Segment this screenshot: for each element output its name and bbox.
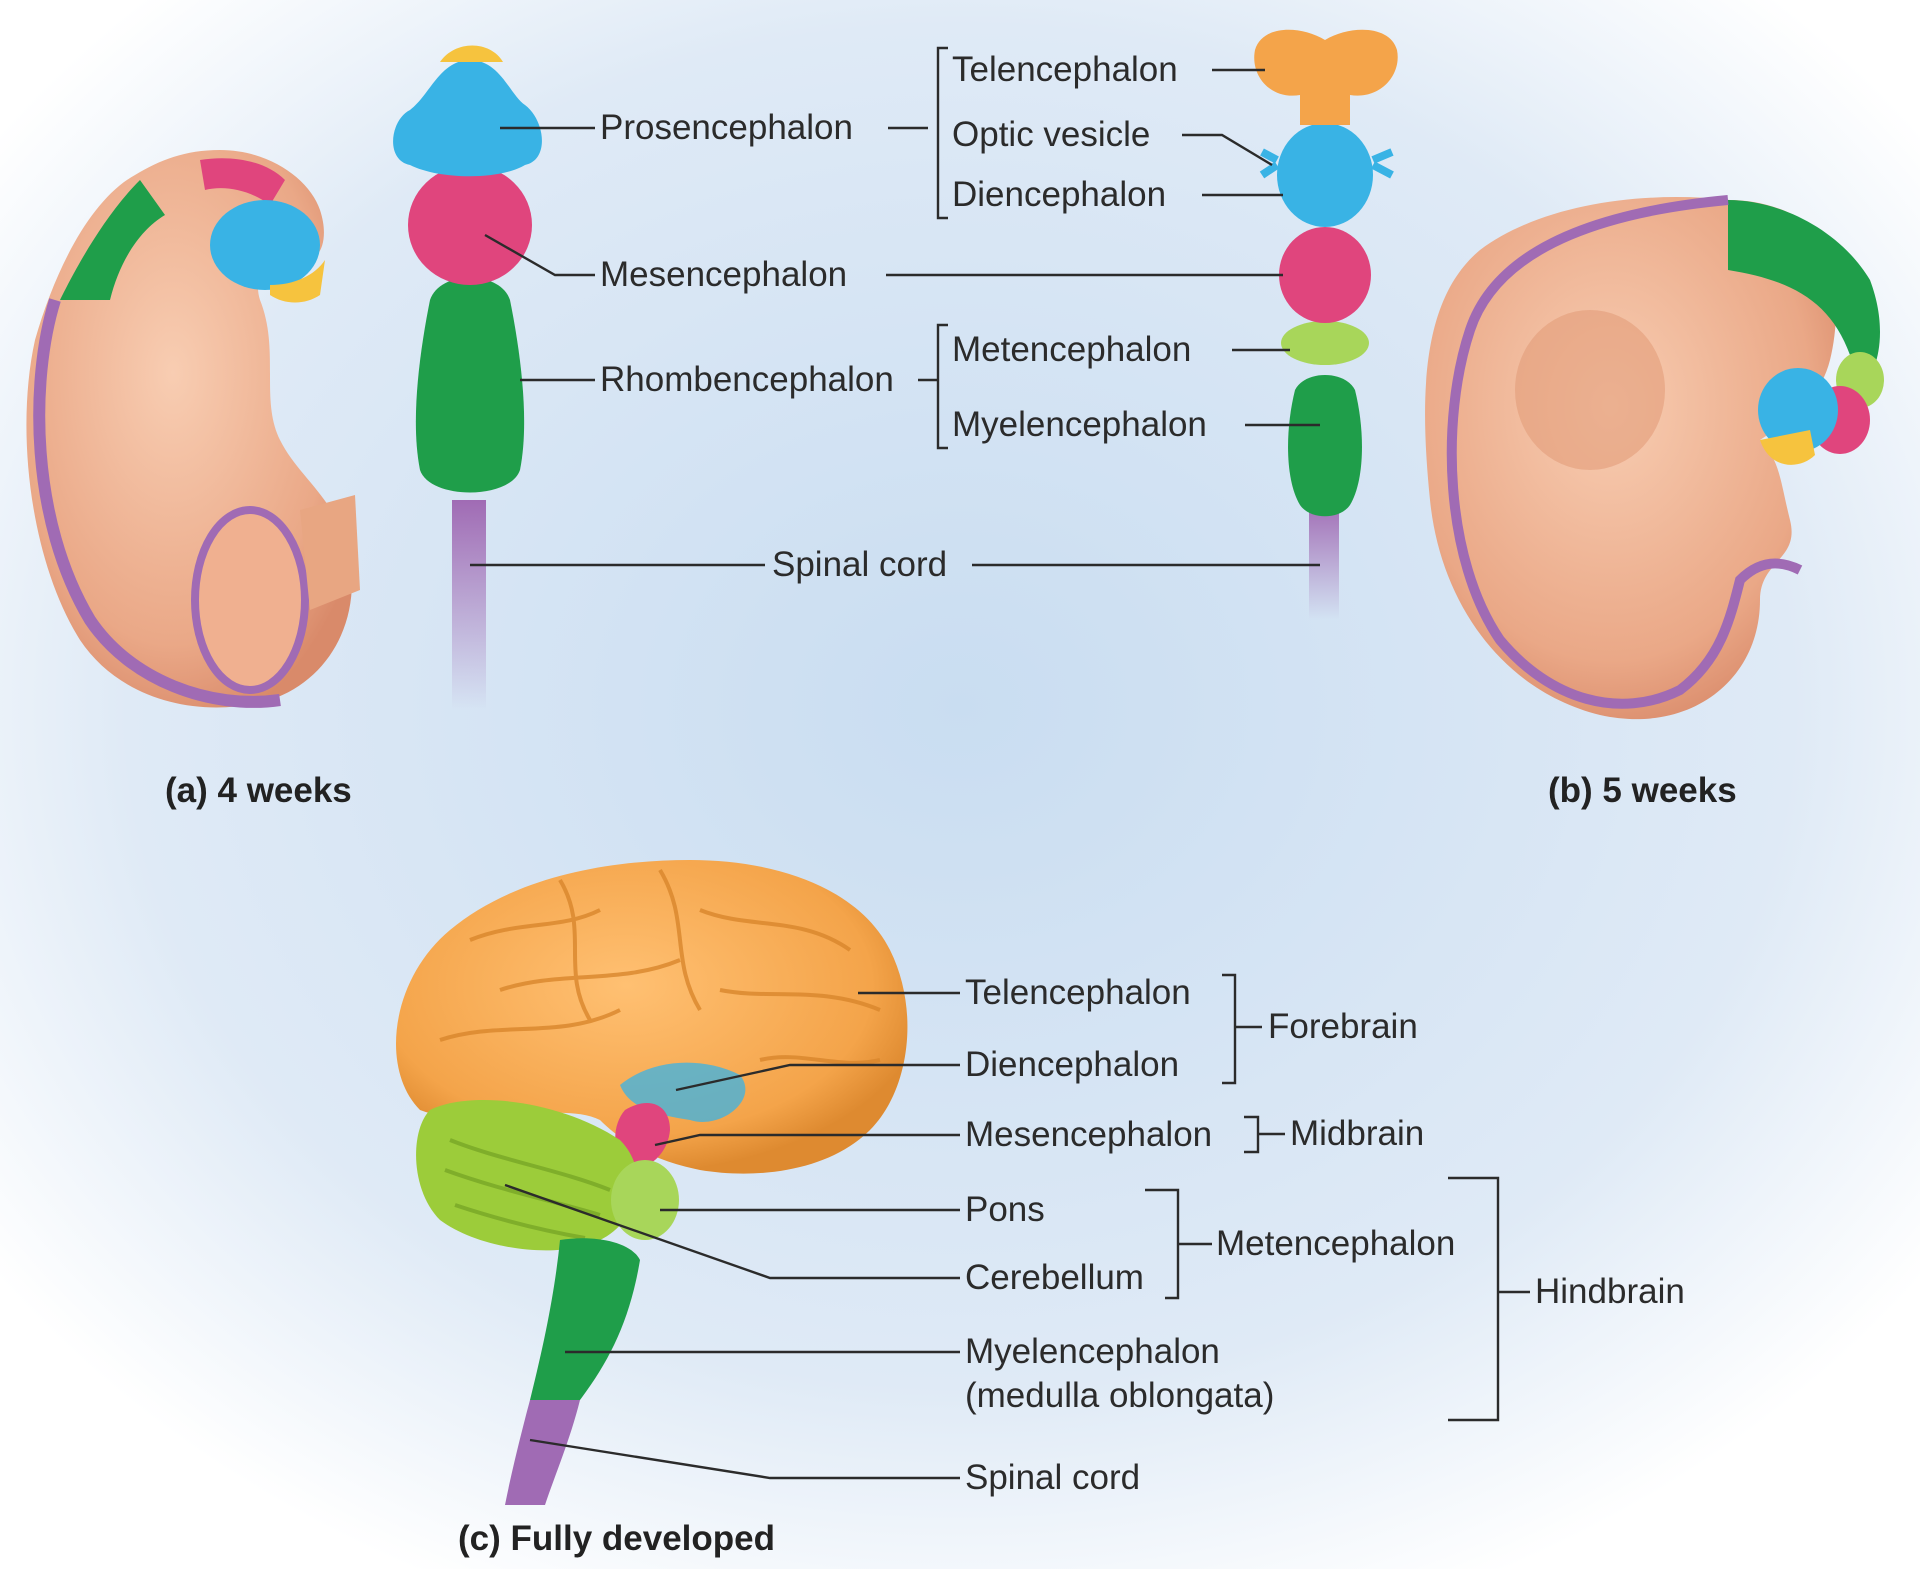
label-medulla-c: (medulla oblongata): [965, 1376, 1274, 1415]
bracket-forebrain: [1222, 973, 1237, 1085]
cerebrum: [396, 860, 908, 1174]
label-cerebellum-c: Cerebellum: [965, 1258, 1144, 1297]
label-metencephalon-b: Metencephalon: [952, 330, 1191, 369]
label-spinal-cord-c: Spinal cord: [965, 1458, 1140, 1497]
spinal-cord-b: [1446, 195, 1803, 709]
label-diencephalon-b: Diencephalon: [952, 175, 1166, 214]
label-spinal-cord-top: Spinal cord: [772, 545, 947, 584]
tube-a-spinal: [452, 500, 486, 710]
pons-c: [611, 1160, 679, 1240]
group-midbrain: Midbrain: [1290, 1114, 1424, 1153]
label-telencephalon-c: Telencephalon: [965, 973, 1191, 1012]
label-telencephalon-b: Telencephalon: [952, 50, 1178, 89]
caption-b: (b) 5 weeks: [1548, 771, 1737, 810]
label-mesencephalon: Mesencephalon: [600, 255, 847, 294]
label-myelencephalon-c: Myelencephalon: [965, 1332, 1220, 1371]
tube-b-spinal: [1309, 500, 1339, 620]
adult-brain: [396, 860, 908, 1505]
neural-tube-b: [1254, 29, 1398, 620]
leader-spinal-c: [529, 1438, 960, 1480]
leader-diencephalon-c: [675, 1063, 960, 1092]
neural-tube-a: [393, 45, 542, 710]
tube-b-myelencephalon: [1288, 375, 1362, 517]
bottom-leaders: [504, 973, 1530, 1480]
embryo-5-weeks: [1425, 195, 1884, 720]
leader-optic-b: [1182, 133, 1273, 167]
cerebellum-folia: [444, 1138, 611, 1240]
label-diencephalon-c: Diencephalon: [965, 1045, 1179, 1084]
midbrain-region-a: [200, 158, 285, 205]
medulla-c: [530, 1238, 640, 1400]
heart-bulge-b: [1515, 310, 1665, 470]
leader-mesencephalon-c: [654, 1133, 960, 1147]
optic-region-b: [1760, 430, 1815, 465]
spinal-cord-c: [505, 1400, 580, 1505]
bottom-labels: Telencephalon Diencephalon Mesencephalon…: [965, 973, 1685, 1497]
cortex-sulci: [439, 868, 881, 1065]
label-mesencephalon-c: Mesencephalon: [965, 1115, 1212, 1154]
spinal-cord-a: [33, 298, 281, 708]
group-metencephalon: Metencephalon: [1216, 1224, 1455, 1263]
group-forebrain: Forebrain: [1268, 1007, 1418, 1046]
top-leaders: [470, 46, 1320, 567]
tube-b-mesencephalon: [1279, 227, 1371, 323]
tube-b-diencephalon: [1277, 123, 1373, 227]
bracket-rhombencephalon: [936, 323, 948, 450]
optic-region-a: [270, 260, 325, 303]
tube-b-telencephalon: [1254, 29, 1398, 126]
hindbrain-region-b: [1728, 200, 1880, 365]
tube-b-metencephalon: [1281, 321, 1369, 365]
tube-a-optic: [440, 45, 503, 62]
caption-c: (c) Fully developed: [458, 1519, 775, 1558]
bracket-hindbrain: [1448, 1176, 1500, 1422]
bracket-prosencephalon: [936, 46, 948, 220]
label-optic-vesicle-b: Optic vesicle: [952, 115, 1150, 154]
leader-cerebellum-c: [504, 1183, 960, 1280]
group-hindbrain: Hindbrain: [1535, 1272, 1685, 1311]
tube-a-prosencephalon: [393, 60, 542, 177]
forebrain-region-b: [1758, 368, 1838, 452]
label-myelencephalon-b: Myelencephalon: [952, 405, 1207, 444]
tube-a-rhombencephalon: [415, 277, 525, 493]
label-rhombencephalon: Rhombencephalon: [600, 360, 894, 399]
limb-bud-a: [191, 506, 309, 694]
top-labels: Prosencephalon Mesencephalon Rhombenceph…: [600, 50, 1207, 584]
embryo-4-weeks: [26, 150, 360, 708]
tube-a-mesencephalon: [408, 165, 532, 285]
leader-mesencephalon-a: [484, 233, 595, 277]
tube-b-optic-vesicles: [1259, 148, 1394, 179]
forebrain-region-a: [210, 200, 320, 290]
hindbrain-region-a: [60, 180, 165, 300]
label-pons-c: Pons: [965, 1190, 1045, 1229]
caption-a: (a) 4 weeks: [165, 771, 352, 810]
tail-a: [300, 495, 360, 610]
label-prosencephalon: Prosencephalon: [600, 108, 853, 147]
